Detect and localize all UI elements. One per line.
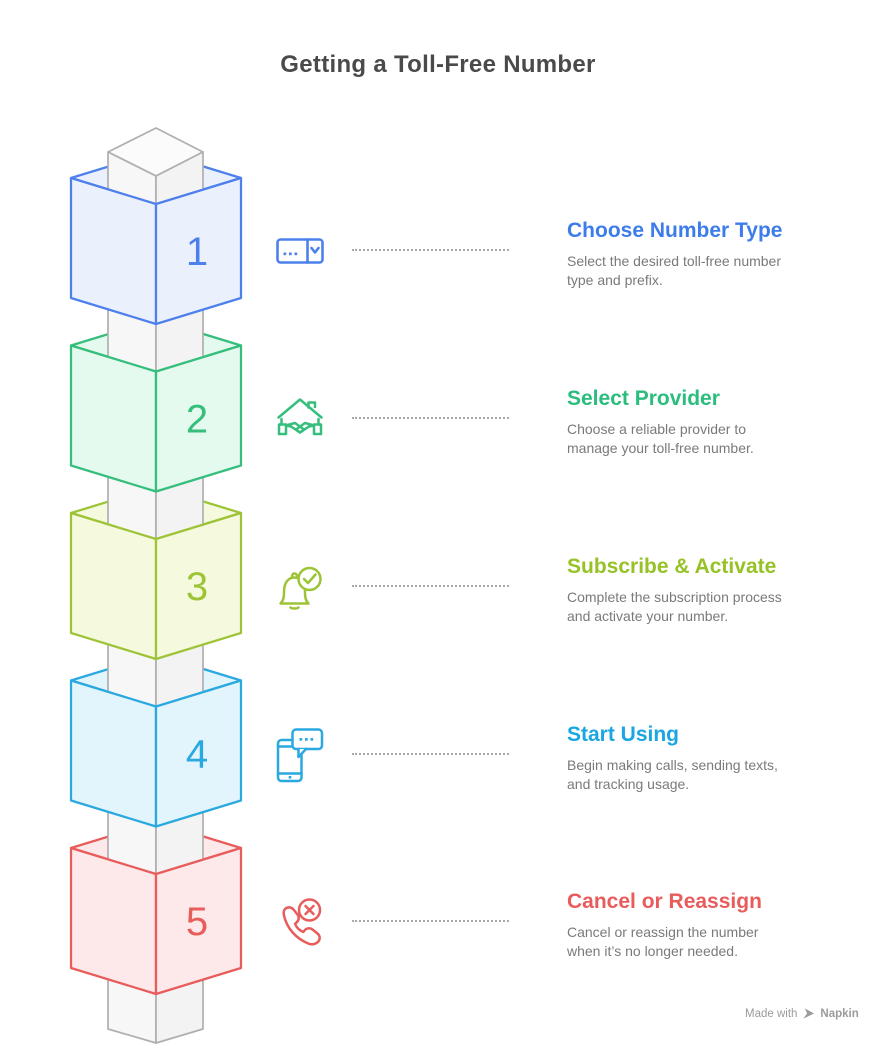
phone-cancel-icon (275, 897, 325, 953)
cube-step-3: 3 (69, 511, 243, 661)
step-row-2: Select Provider Choose a reliable provid… (260, 363, 830, 475)
house-roof (277, 398, 323, 419)
phone-message-svg (276, 728, 324, 783)
dotted-connector (352, 249, 509, 251)
x-icon (304, 904, 315, 916)
dotted-connector (352, 920, 509, 922)
message-bubble-tail (297, 747, 308, 759)
made-with-label: Made with (745, 1007, 798, 1020)
smartphone-body (276, 738, 303, 783)
cube5-left-face (69, 846, 158, 996)
select-dot (289, 252, 292, 256)
phone-handset (282, 906, 321, 946)
cube-step-5: 5 (69, 846, 243, 996)
step-description: Select the desired toll-free number type… (567, 253, 781, 288)
cube2-number: 2 (186, 398, 208, 442)
cube2-left-face (69, 344, 158, 493)
number-type-select-icon (275, 226, 325, 282)
step-text-1: Choose Number Type Select the desired to… (567, 219, 829, 289)
bell-clapper (289, 606, 300, 610)
dotted-connector (352, 417, 509, 419)
step-row-4: Start Using Begin making calls, sending … (260, 699, 830, 811)
handshake-hand-right (294, 421, 316, 434)
step-row-1: Choose Number Type Select the desired to… (260, 195, 830, 307)
dotted-connector (352, 753, 509, 755)
step-description: Complete the subscription process and ac… (567, 589, 782, 624)
step-title: Subscribe & Activate (567, 555, 777, 578)
handshake-cuff-right (312, 423, 323, 436)
cube4-left-face (69, 679, 158, 828)
cube4-number: 4 (186, 733, 208, 777)
dotted-connector (352, 585, 509, 587)
step-row-5: Cancel or Reassign Cancel or reassign th… (260, 866, 830, 978)
napkin-logo-icon (803, 1008, 815, 1019)
check-icon (302, 573, 317, 585)
step-title: Select Provider (567, 387, 720, 410)
cube-step-1: 1 (69, 176, 243, 326)
cube-step-4: 4 (69, 679, 243, 828)
cube-step-2: 2 (69, 344, 243, 493)
select-box (276, 238, 324, 264)
step-text-4: Start Using Begin making calls, sending … (567, 723, 829, 793)
cube5-right-face (154, 846, 243, 996)
smartphone-home-button (288, 776, 292, 779)
step-title: Cancel or Reassign (567, 890, 762, 913)
step-title: Start Using (567, 723, 680, 746)
step-text-5: Cancel or Reassign Cancel or reassign th… (567, 890, 829, 960)
cube-tower-svg: 1 2 3 4 (69, 127, 243, 1044)
step-text-2: Select Provider Choose a reliable provid… (567, 387, 829, 457)
cube-faces: 1 2 3 4 (69, 176, 243, 996)
cube-tower-diagram: 1 2 3 4 (55, 125, 255, 1045)
select-dot (294, 252, 298, 256)
select-dot (283, 252, 287, 256)
bubble-dot (305, 738, 308, 741)
number-type-select-svg (276, 238, 324, 264)
cube2-right-face (154, 344, 243, 493)
cube1-number: 1 (186, 230, 208, 274)
subscribe-bell-svg (279, 566, 322, 610)
cube1-left-face (69, 176, 158, 326)
made-with-napkin: Made with Napkin (745, 1007, 859, 1020)
provider-house-svg (277, 398, 323, 436)
bell-knob (290, 572, 299, 580)
check-circle (297, 566, 322, 592)
chevron-down-icon (310, 246, 320, 254)
page-title: Getting a Toll-Free Number (280, 51, 596, 78)
step-title: Choose Number Type (567, 219, 783, 242)
phone-cancel-svg (282, 898, 322, 946)
subscribe-bell-check-icon (275, 562, 325, 618)
cube3-left-face (69, 511, 158, 661)
cube3-right-face (154, 511, 243, 661)
napkin-logo-shape (803, 1008, 815, 1019)
phone-message-icon (275, 727, 325, 783)
cube4-right-face (154, 679, 243, 828)
cube1-right-face (154, 176, 243, 326)
step-description: Begin making calls, sending texts, and t… (567, 757, 778, 792)
handshake-cuff-left (277, 423, 288, 436)
provider-house-handshake-icon (275, 394, 325, 450)
step-description: Choose a reliable provider to manage you… (567, 421, 754, 456)
step-row-3: Subscribe & Activate Complete the subscr… (260, 531, 830, 643)
napkin-brand: Napkin (820, 1007, 859, 1020)
bubble-dot (299, 738, 303, 741)
cube3-number: 3 (186, 565, 208, 609)
bell-body (279, 576, 310, 605)
step-description: Cancel or reassign the number when it’s … (567, 924, 759, 959)
house-chimney (307, 401, 317, 409)
step-text-3: Subscribe & Activate Complete the subscr… (567, 555, 829, 625)
cube5-number: 5 (186, 900, 208, 944)
bubble-dot (310, 738, 314, 741)
